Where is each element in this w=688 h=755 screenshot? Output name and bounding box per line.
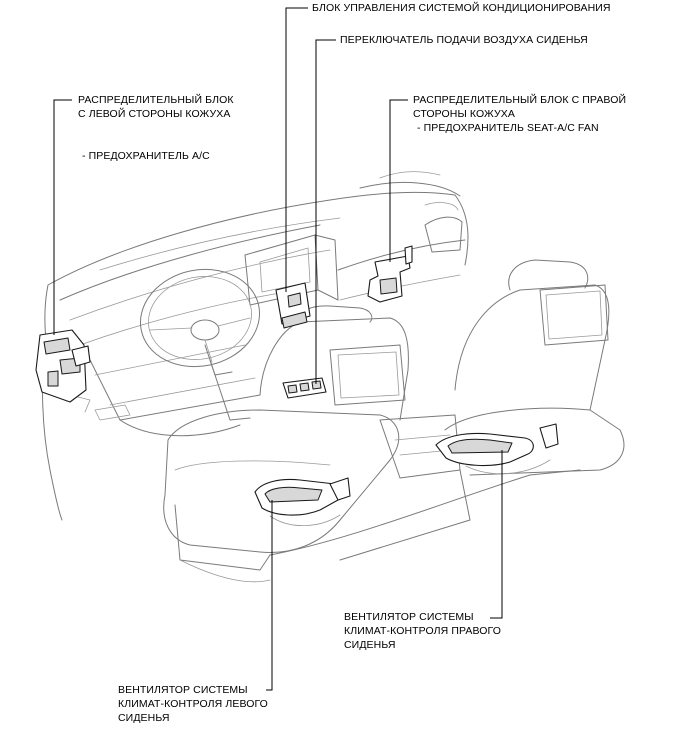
right-junction-block-label-line1: РАСПРЕДЕЛИТЕЛЬНЫЙ БЛОК С ПРАВОЙ	[413, 94, 627, 106]
left-junction-block-label-line2: С ЛЕВОЙ СТОРОНЫ КОЖУХА	[78, 108, 231, 120]
ac-control-unit-label: БЛОК УПРАВЛЕНИЯ СИСТЕМОЙ КОНДИЦИОНИРОВАН…	[312, 2, 611, 14]
right-seat-fan-label-line2: КЛИМАТ-КОНТРОЛЯ ПРАВОГО	[344, 625, 502, 637]
left-junction-block-label-line1: РАСПРЕДЕЛИТЕЛЬНЫЙ БЛОК	[78, 94, 234, 106]
left-seat-fan-label-line1: ВЕНТИЛЯТОР СИСТЕМЫ	[118, 684, 248, 696]
ac-control-unit-part	[275, 282, 311, 329]
right-fuse-label: - ПРЕДОХРАНИТЕЛЬ SEAT-A/C FAN	[417, 122, 599, 134]
left-fuse-label: - ПРЕДОХРАНИТЕЛЬ A/C	[82, 150, 210, 162]
seat-air-switch-label: ПЕРЕКЛЮЧАТЕЛЬ ПОДАЧИ ВОЗДУХА СИДЕНЬЯ	[340, 34, 588, 46]
left-seat-fan-part	[254, 477, 351, 527]
right-junction-block-part	[367, 245, 413, 303]
right-seat-fan-label-line1: ВЕНТИЛЯТОР СИСТЕМЫ	[344, 611, 474, 623]
right-seat-fan-part	[435, 423, 559, 475]
leader-lines	[53, 7, 503, 691]
front-seats	[163, 259, 625, 583]
right-seat-fan-label-line3: СИДЕНЬЯ	[344, 639, 396, 651]
left-seat-fan-label-line2: КЛИМАТ-КОНТРОЛЯ ЛЕВОГО	[118, 698, 268, 710]
dashboard-outline	[42, 171, 469, 521]
seat-air-switch-part	[282, 377, 327, 399]
left-seat-fan-label-line3: СИДЕНЬЯ	[118, 712, 170, 724]
steering-wheel	[139, 268, 261, 421]
right-junction-block-label-line2: СТОРОНЫ КОЖУХА	[413, 108, 516, 120]
left-junction-block-part	[35, 329, 91, 403]
